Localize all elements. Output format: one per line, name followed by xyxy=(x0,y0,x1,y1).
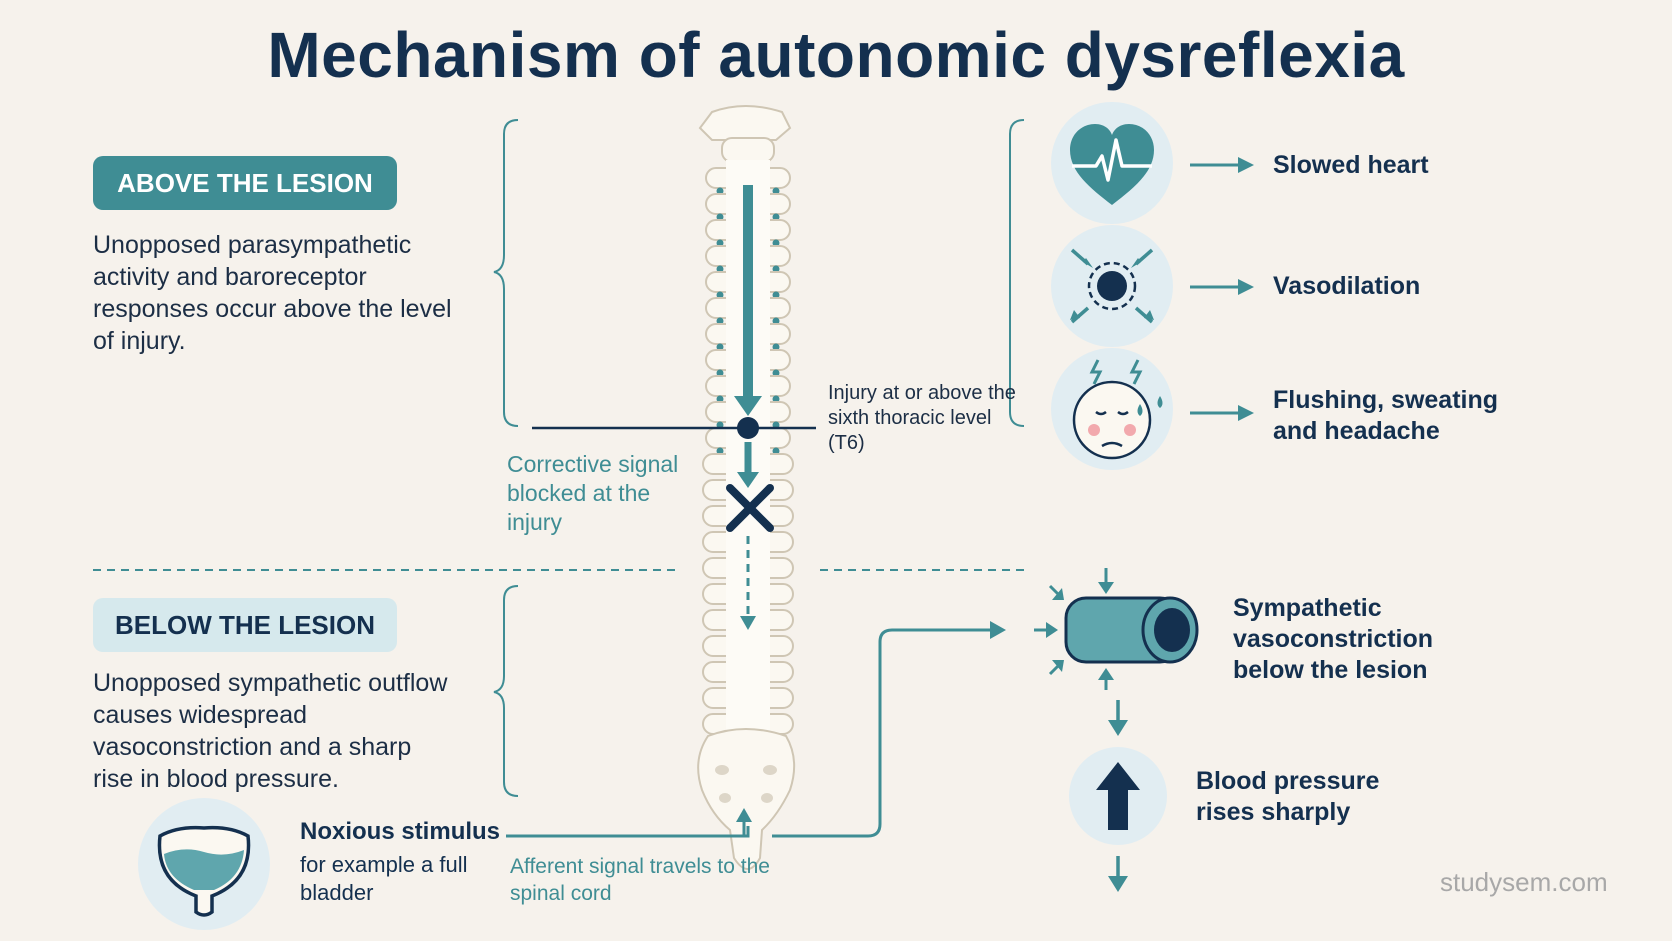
effect-arrows xyxy=(1190,157,1254,421)
flushed-face-icon xyxy=(1072,359,1163,460)
effects-bracket xyxy=(1009,119,1025,427)
vessel-to-bp-arrow xyxy=(1108,700,1128,736)
effect-label-vasoconstriction: Sympathetic vasoconstriction below the l… xyxy=(1233,594,1434,684)
blocked-x-icon xyxy=(726,484,774,532)
stimulus-subtitle: for example a full bladder xyxy=(300,852,468,905)
nerve-root-dot xyxy=(716,369,724,377)
corrective-signal-label: Corrective signal blocked at the injury xyxy=(507,451,679,535)
effect-label-flushing: Flushing, sweating and headache xyxy=(1273,386,1499,445)
nerve-root-dot xyxy=(716,187,724,195)
constricted-vessel-icon xyxy=(1034,568,1199,690)
nerve-root-dot xyxy=(772,395,780,403)
effect-label-slowed-heart: Slowed heart xyxy=(1273,151,1429,179)
sympathetic-outflow-arrow xyxy=(772,621,1006,838)
diagram-title: Mechanism of autonomic dysreflexia xyxy=(267,19,1405,91)
up-arrow-icon xyxy=(1096,762,1140,830)
injury-point xyxy=(737,417,759,439)
nerve-root-dot xyxy=(772,187,780,195)
above-lesion-description: Unopposed parasympathetic activity and b… xyxy=(93,231,452,355)
bp-down-arrow xyxy=(1108,856,1128,892)
nerve-root-dot xyxy=(716,239,724,247)
injury-level-label: Injury at or above the sixth thoracic le… xyxy=(828,382,1016,454)
bladder-icon xyxy=(157,825,251,917)
afferent-signal-label: Afferent signal travels to the spinal co… xyxy=(510,855,770,905)
afferent-signal-arrow xyxy=(506,808,752,838)
heart-pulse-icon xyxy=(1070,124,1154,205)
effect-label-vasodilation: Vasodilation xyxy=(1273,272,1421,300)
blocked-signal-arrow xyxy=(737,442,759,488)
nerve-root-dot xyxy=(716,395,724,403)
watermark: studysem.com xyxy=(1440,867,1608,897)
above-lesion-heading: ABOVE THE LESION xyxy=(93,156,397,210)
below-lesion-description: Unopposed sympathetic outflow causes wid… xyxy=(93,669,448,793)
nerve-root-dot xyxy=(772,369,780,377)
nerve-root-dot xyxy=(772,213,780,221)
below-bracket xyxy=(493,585,519,797)
nerve-root-dot xyxy=(772,291,780,299)
nerve-root-dot xyxy=(716,317,724,325)
nerve-root-dot xyxy=(772,317,780,325)
weak-signal-arrow xyxy=(740,536,756,630)
nerve-root-dot xyxy=(772,447,780,455)
effect-label-blood-pressure: Blood pressure rises sharply xyxy=(1196,767,1380,826)
nerve-root-dot xyxy=(716,213,724,221)
nerve-root-dot xyxy=(716,265,724,273)
nerve-root-dot xyxy=(772,265,780,273)
below-lesion-heading: BELOW THE LESION xyxy=(93,598,397,652)
stimulus-title: Noxious stimulus xyxy=(300,818,501,845)
descending-signal-arrow xyxy=(734,185,762,416)
above-bracket xyxy=(493,119,519,427)
nerve-root-dot xyxy=(716,291,724,299)
nerve-root-dot xyxy=(716,447,724,455)
nerve-root-dot xyxy=(772,239,780,247)
nerve-root-dot xyxy=(772,343,780,351)
dilated-vessel-icon xyxy=(1070,248,1154,324)
nerve-root-dot xyxy=(716,343,724,351)
